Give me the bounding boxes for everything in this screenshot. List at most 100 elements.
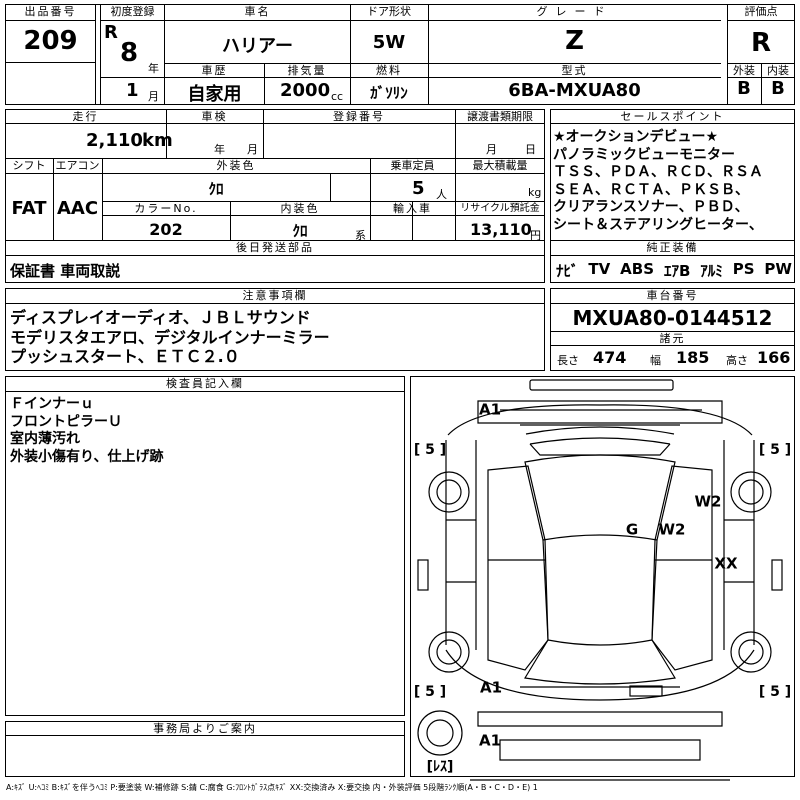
notes-block — [5, 288, 545, 371]
exterior-color-label: 外装色 — [216, 159, 256, 172]
recycle-value: 13,110 — [470, 220, 532, 239]
grade-value: Z — [565, 26, 584, 56]
interior-color-unit: 系 — [355, 229, 366, 242]
score-value: R — [750, 28, 772, 58]
transfer-month-unit: 月 — [486, 143, 497, 156]
color-number-label: カラーNo. — [134, 202, 198, 215]
model-code: 6BA-MXUA80 — [508, 80, 641, 101]
details-block — [5, 109, 545, 283]
transfer-day-unit: 日 — [525, 143, 536, 156]
grade-label: グレード — [536, 5, 613, 18]
fuel-label: 燃料 — [376, 64, 402, 77]
color-number-value: 202 — [149, 220, 183, 239]
damage-mark: G — [626, 521, 638, 539]
mileage-unit: km — [142, 130, 173, 151]
damage-mark: A1 — [480, 679, 502, 697]
displacement-unit: cc — [331, 90, 344, 103]
exterior-color-value: ｸﾛ — [208, 180, 224, 198]
office-block — [5, 721, 405, 777]
lot-number: 209 — [23, 26, 78, 56]
equipment-item: PS — [732, 260, 755, 278]
shift-label: シフト — [12, 159, 46, 172]
inspector-label: 検査員記入欄 — [166, 377, 244, 390]
import-label: 輸入車 — [393, 202, 432, 215]
lot-cell — [5, 4, 96, 105]
damage-mark: W2 — [695, 493, 722, 511]
equipment-item: ｴｱB — [663, 262, 691, 280]
inspection-year-unit: 年 — [214, 143, 225, 156]
registration-number-label: 登録番号 — [333, 110, 385, 123]
delivery-parts-label: 後日発送部品 — [236, 241, 314, 254]
registration-label: 初度登録 — [110, 5, 155, 18]
year-unit: 年 — [148, 62, 159, 75]
score-label: 評価点 — [744, 5, 778, 18]
tire-tread-mark: [ 5 ] — [759, 442, 791, 458]
equipment-item: ABS — [620, 260, 655, 278]
delivery-parts-value: 保証書 車両取説 — [10, 262, 121, 280]
interior-label: 内装 — [767, 64, 789, 77]
sales-point-text: ★オークションデビュー★ パノラミックビューモニター ＴＳＳ、ＰＤＡ、ＲＣＤ、Ｒ… — [553, 129, 763, 233]
transfer-deadline-label: 譲渡書類期限 — [467, 110, 533, 123]
interior-color-value: ｸﾛ — [292, 222, 308, 240]
length-label: 長さ — [557, 354, 579, 367]
damage-legend: A:ｷｽﾞ U:ﾍｺﾐ B:ｷｽﾞを伴うﾍｺﾐ P:要塗装 W:補修跡 S:錆 … — [6, 783, 538, 792]
tire-tread-mark: [ 5 ] — [414, 684, 446, 700]
mileage-value: 2,110 — [86, 130, 143, 151]
history-label: 車歴 — [201, 64, 228, 77]
interior-color-label: 内装色 — [280, 202, 320, 215]
shift-value: FAT — [11, 198, 47, 219]
inspection-label: 車検 — [201, 110, 228, 123]
specs-label: 諸元 — [659, 332, 686, 345]
month-unit: 月 — [148, 90, 159, 103]
width-label: 幅 — [650, 354, 661, 367]
max-load-label: 最大積載量 — [472, 159, 528, 172]
equipment-list: ﾅﾋﾞ TV ABS ｴｱB ｱﾙﾐ PS PW — [556, 260, 792, 280]
capacity-label: 乗車定員 — [390, 159, 435, 172]
displacement-label: 排気量 — [287, 64, 327, 77]
ac-label: エアコン — [55, 159, 100, 172]
length-value: 474 — [593, 348, 627, 367]
registration-cell — [100, 4, 165, 105]
height-label: 高さ — [726, 354, 748, 367]
era-code: R — [104, 22, 118, 43]
inspector-text: Ｆインナーｕ フロントピラーＵ 室内薄汚れ 外装小傷有り、仕上げ跡 — [10, 396, 164, 465]
damage-mark: XX — [714, 555, 738, 573]
car-name-label: 車名 — [244, 5, 271, 18]
interior-grade: B — [771, 78, 785, 99]
car-outline — [417, 379, 783, 781]
equipment-label: 純正装備 — [646, 241, 699, 254]
sales-point-label: セールスポイント — [620, 110, 725, 123]
recycle-unit: 円 — [530, 229, 541, 242]
tire-tread-mark: [ 5 ] — [414, 442, 446, 458]
capacity-unit: 人 — [436, 188, 447, 201]
office-label: 事務局よりご案内 — [153, 722, 257, 735]
inspector-block — [5, 376, 405, 716]
mileage-label: 走行 — [72, 110, 99, 123]
notes-text: ディスプレイオーディオ、ＪＢＬサウンド モデリスタエアロ、デジタルインナーミラー… — [10, 308, 330, 366]
capacity-value: 5 — [412, 178, 425, 199]
inspection-month-unit: 月 — [247, 143, 258, 156]
width-value: 185 — [676, 348, 710, 367]
lot-label: 出品番号 — [24, 5, 77, 18]
chassis-label: 車台番号 — [646, 289, 699, 302]
recycle-label: リサイクル預託金 — [460, 203, 540, 214]
damage-mark: A1 — [479, 401, 501, 419]
model-label: 型式 — [561, 64, 588, 77]
tire-tread-mark: [ﾚｽ] — [427, 759, 454, 775]
exterior-grade: B — [737, 78, 751, 99]
fuel-value: ｶﾞｿﾘﾝ — [370, 84, 408, 102]
registration-year: 8 — [120, 38, 139, 68]
ac-value: AAC — [56, 198, 99, 219]
door-label: ドア形状 — [367, 5, 411, 18]
exterior-label: 外装 — [733, 64, 755, 77]
damage-mark: W2 — [659, 521, 686, 539]
damage-diagram-frame — [410, 376, 795, 777]
height-value: 166 — [757, 348, 791, 367]
chassis-block — [550, 288, 795, 371]
equipment-item: TV — [588, 260, 611, 278]
history-value: 自家用 — [187, 84, 242, 105]
equipment-item: PW — [764, 260, 792, 278]
door-type: 5W — [372, 32, 406, 53]
